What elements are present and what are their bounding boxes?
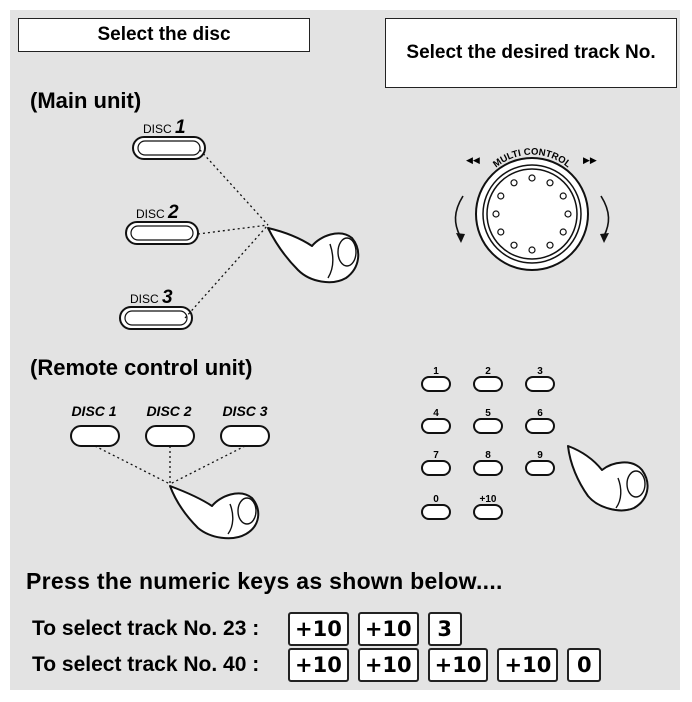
main-disc-3-button[interactable] — [119, 306, 193, 330]
instructions-title: Press the numeric keys as shown below...… — [26, 568, 503, 594]
key-3: 3 — [427, 612, 462, 646]
keypad-key-label: +10 — [480, 494, 497, 505]
keypad-key-label: 6 — [537, 408, 543, 419]
key-plus10: +10 — [497, 648, 559, 682]
key-0: 0 — [567, 648, 602, 682]
rotate-arrows-icon — [454, 195, 610, 237]
keypad-key-0[interactable]: 0 — [421, 494, 451, 520]
keypad-key-5[interactable]: 5 — [473, 408, 503, 434]
dial-dot — [528, 246, 536, 254]
header-select-disc: Select the disc — [18, 18, 310, 52]
keypad-key-2[interactable]: 2 — [473, 366, 503, 392]
header-select-track: Select the desired track No. — [385, 18, 677, 88]
key-plus10: +10 — [357, 612, 419, 646]
key-plus10: +10 — [427, 648, 489, 682]
keypad-key-1[interactable]: 1 — [421, 366, 451, 392]
pointing-hand-icon — [567, 445, 649, 512]
dial-dot — [497, 192, 505, 200]
dial-dot — [510, 241, 518, 249]
dial-dot — [528, 174, 536, 182]
keypad-key-label: 0 — [433, 494, 439, 505]
dial-dot — [546, 241, 554, 249]
remote-connector-lines — [94, 445, 246, 485]
main-disc-1-button[interactable] — [132, 136, 206, 160]
key-plus10: +10 — [357, 648, 419, 682]
multi-control-dial[interactable]: ◀◀ ▶▶ MULTI CONTROL — [466, 147, 597, 271]
key-plus10: +10 — [288, 648, 349, 682]
main-disc-2-label: DISC 2 — [136, 202, 179, 223]
diagram-panel — [10, 10, 680, 690]
keypad-key-7[interactable]: 7 — [421, 450, 451, 476]
keypad-key-label: 3 — [537, 366, 543, 377]
key-plus10: +10 — [288, 612, 349, 646]
main-unit-title: (Main unit) — [30, 88, 142, 113]
example-label: To select track No. 40 : — [32, 653, 260, 676]
remote-disc-2-button[interactable] — [145, 425, 195, 447]
remote-disc-1-label: DISC 1 — [71, 403, 116, 419]
dial-dot — [492, 210, 500, 218]
pointing-hand-icon — [267, 227, 360, 284]
remote-disc-1-button[interactable] — [70, 425, 120, 447]
keypad-key-label: 1 — [433, 366, 439, 377]
dial-dot — [559, 228, 567, 236]
main-connector-lines — [184, 149, 269, 319]
rotate-arrowheads-icon — [456, 233, 609, 243]
main-disc-3-label: DISC 3 — [130, 287, 173, 308]
example-label: To select track No. 23 : — [32, 617, 260, 640]
keypad-key-3[interactable]: 3 — [525, 366, 555, 392]
pointing-hand-icon — [169, 485, 260, 540]
main-disc-2-button[interactable] — [125, 221, 199, 245]
remote-disc-3-button[interactable] — [220, 425, 270, 447]
keypad-key-9[interactable]: 9 — [525, 450, 555, 476]
dial-dot — [497, 228, 505, 236]
main-disc-1-label: DISC 1 — [143, 117, 186, 138]
dial-dot — [510, 179, 518, 187]
example-row-40: To select track No. 40 : +10 +10 +10 +10… — [32, 648, 610, 682]
remote-unit-title: (Remote control unit) — [30, 355, 253, 380]
dial-prev-icon: ◀◀ — [466, 156, 480, 166]
remote-disc-3-label: DISC 3 — [222, 403, 267, 419]
keypad: 1 2 3 4 5 6 7 8 9 0 +10 — [421, 366, 555, 520]
keypad-key-4[interactable]: 4 — [421, 408, 451, 434]
keypad-key-label: 9 — [537, 450, 543, 461]
dial-next-icon: ▶▶ — [583, 156, 597, 166]
dial-dot — [546, 179, 554, 187]
keypad-key-label: 5 — [485, 408, 491, 419]
keypad-key-label: 7 — [433, 450, 439, 461]
keypad-key-6[interactable]: 6 — [525, 408, 555, 434]
keypad-key-label: 4 — [433, 408, 439, 419]
remote-disc-2-label: DISC 2 — [146, 403, 191, 419]
example-row-23: To select track No. 23 : +10 +10 3 — [32, 612, 471, 646]
keypad-key-label: 2 — [485, 366, 491, 377]
keypad-key-label: 8 — [485, 450, 491, 461]
keypad-key-8[interactable]: 8 — [473, 450, 503, 476]
keypad-key-plus10[interactable]: +10 — [473, 494, 503, 520]
dial-dot — [564, 210, 572, 218]
dial-dot — [559, 192, 567, 200]
